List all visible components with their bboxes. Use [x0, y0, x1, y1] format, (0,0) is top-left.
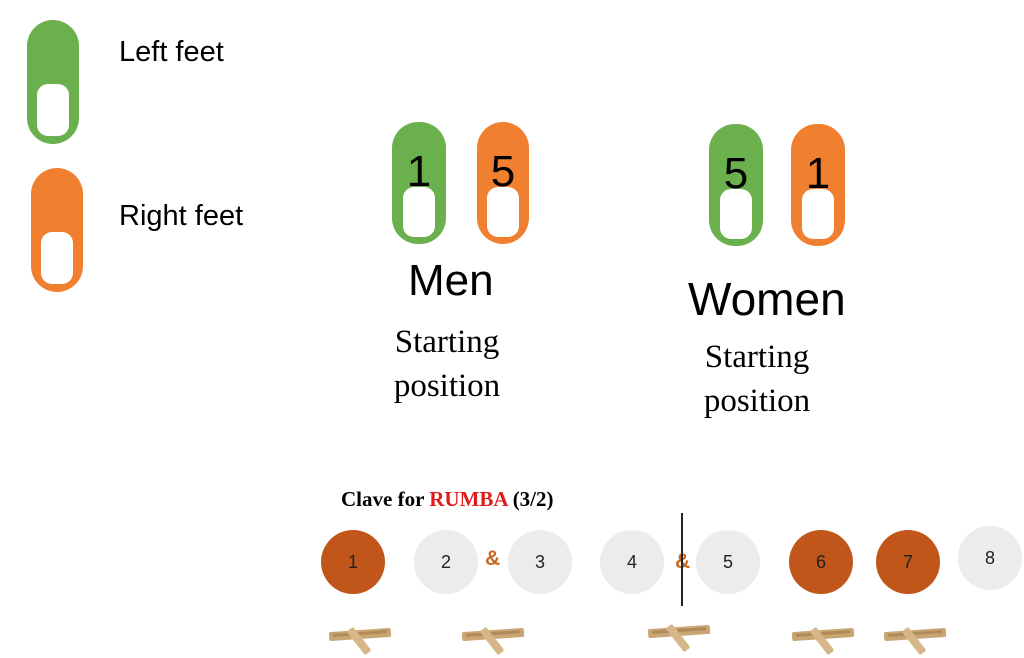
men-title: Men: [408, 256, 494, 305]
left-feet-label: Left feet: [119, 36, 224, 68]
women-right-step: 1: [805, 149, 831, 198]
beat-2: 2: [414, 530, 478, 594]
women-left-step: 5: [723, 149, 749, 198]
women-title: Women: [688, 273, 846, 325]
men-right-step: 5: [490, 147, 516, 196]
right-foot-legend-icon: [31, 168, 83, 292]
beat-6: 6: [789, 530, 853, 594]
men-left-foot-icon: 1: [392, 122, 446, 244]
right-feet-label: Right feet: [119, 200, 244, 232]
clave-title: Clave for RUMBA (3/2): [341, 487, 554, 511]
men-left-step: 1: [406, 147, 432, 196]
beat-3: 3: [508, 530, 572, 594]
clave-sticks-icon: [461, 627, 525, 655]
measure-divider: [681, 513, 683, 606]
women-caption: Starting position: [703, 339, 811, 419]
men-caption: Starting position: [393, 324, 501, 404]
men-right-foot-icon: 5: [477, 122, 529, 244]
and-symbol-1: &: [485, 547, 501, 570]
beat-4: 4: [600, 530, 664, 594]
women-right-foot-icon: 1: [791, 124, 845, 246]
beat-1: 1: [321, 530, 385, 594]
beat-5: 5: [696, 530, 760, 594]
rumba-label: RUMBA: [429, 487, 508, 511]
women-left-foot-icon: 5: [709, 124, 763, 246]
left-foot-legend-icon: [27, 20, 79, 144]
clave-sticks-icon: [328, 627, 392, 655]
beat-8: 8: [958, 526, 1022, 590]
beat-7: 7: [876, 530, 940, 594]
clave-sticks-icon: [791, 627, 855, 655]
clave-sticks-icon: [647, 624, 711, 652]
clave-sticks-icon: [883, 627, 947, 655]
